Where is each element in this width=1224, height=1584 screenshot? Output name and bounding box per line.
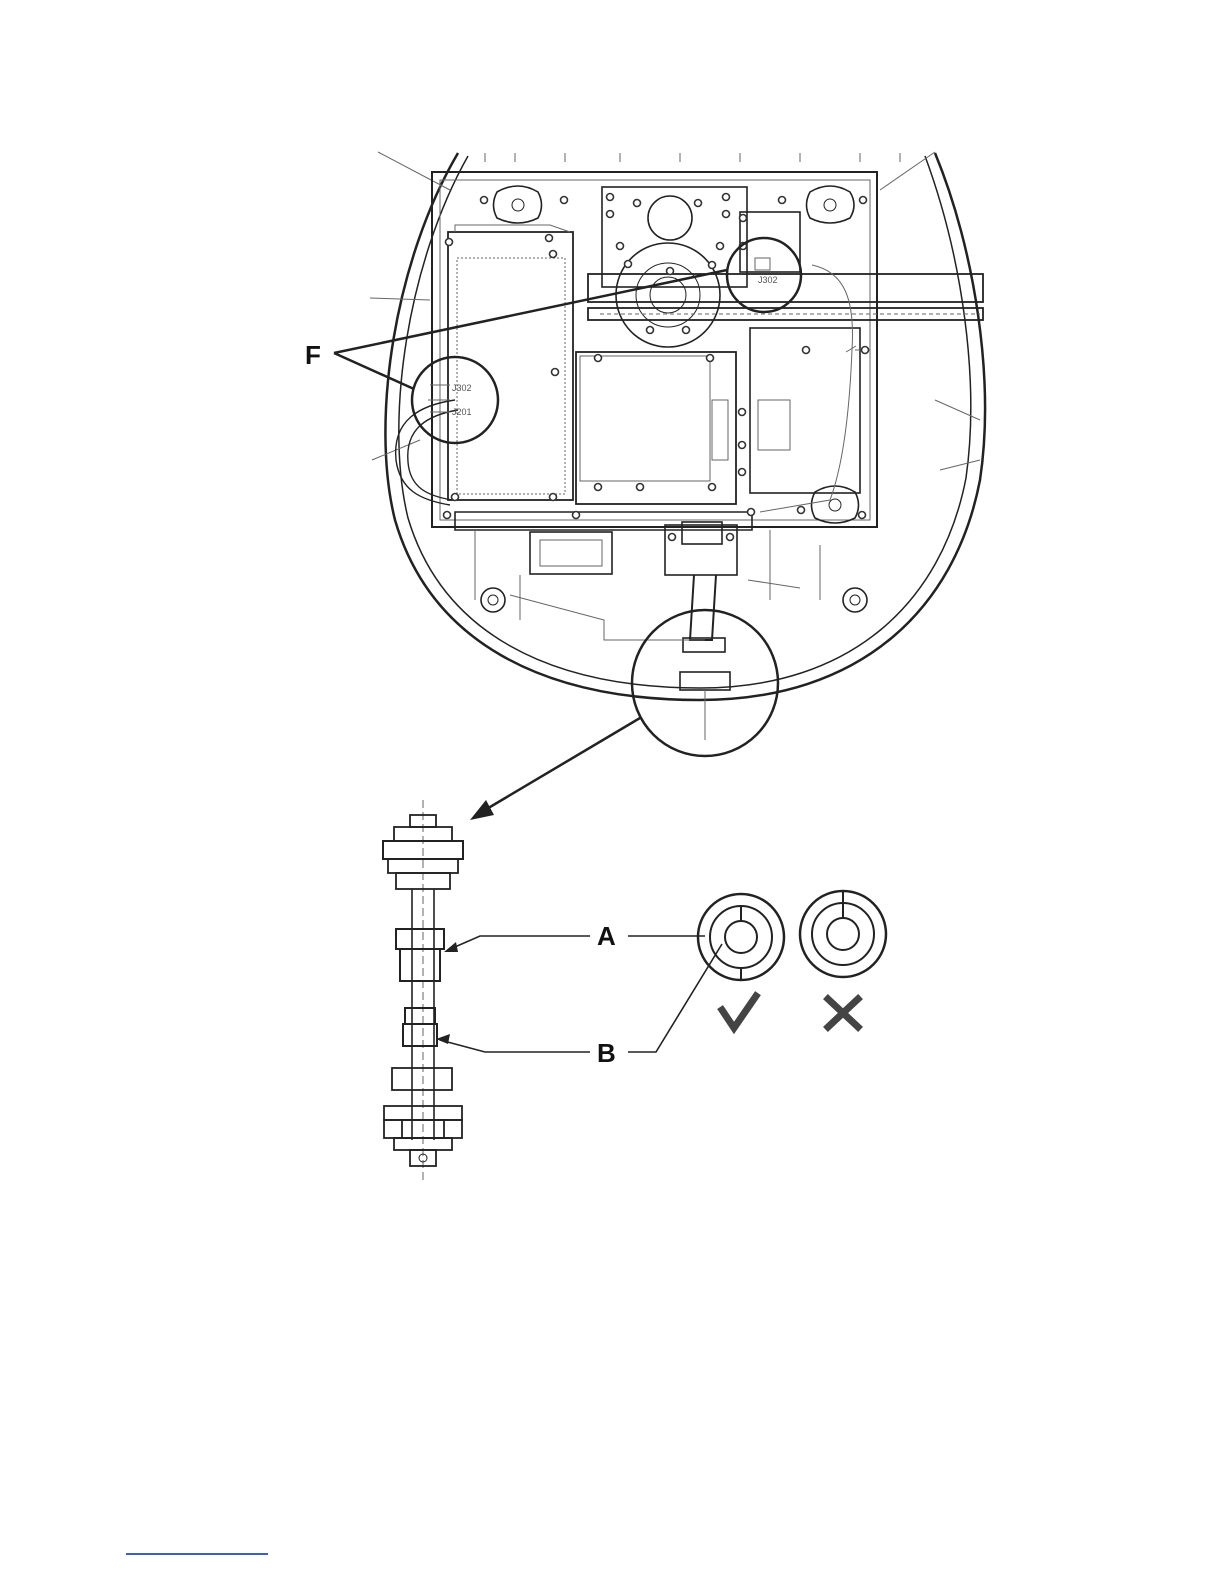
thumb-screw <box>481 588 505 612</box>
float-orientation-incorrect <box>800 891 886 977</box>
leader-line-a <box>444 936 705 952</box>
leader-line-b <box>436 944 722 1052</box>
mounting-slot <box>812 486 859 523</box>
connector-label-left-bottom: J201 <box>452 407 472 417</box>
float-b <box>405 1008 435 1024</box>
screws <box>444 194 869 541</box>
mounting-slot <box>807 186 855 223</box>
callout-b: B <box>597 1038 616 1068</box>
unit-top-view <box>370 152 985 740</box>
check-mark-icon <box>722 996 756 1028</box>
leader-line-f-top <box>334 270 727 353</box>
connector-label-left-top: J302 <box>452 383 472 393</box>
float-switch-assembly <box>383 800 463 1180</box>
footer-rule <box>126 1553 268 1555</box>
detail-arrow <box>470 718 640 820</box>
float-a <box>396 929 444 949</box>
cross-mark-icon <box>828 999 858 1027</box>
connector-label-top: J302 <box>758 275 778 285</box>
float-orientation-correct <box>698 894 784 980</box>
callout-f: F <box>305 340 321 370</box>
callout-a: A <box>597 921 616 951</box>
thumb-screw <box>843 588 867 612</box>
mounting-slot <box>494 186 542 223</box>
